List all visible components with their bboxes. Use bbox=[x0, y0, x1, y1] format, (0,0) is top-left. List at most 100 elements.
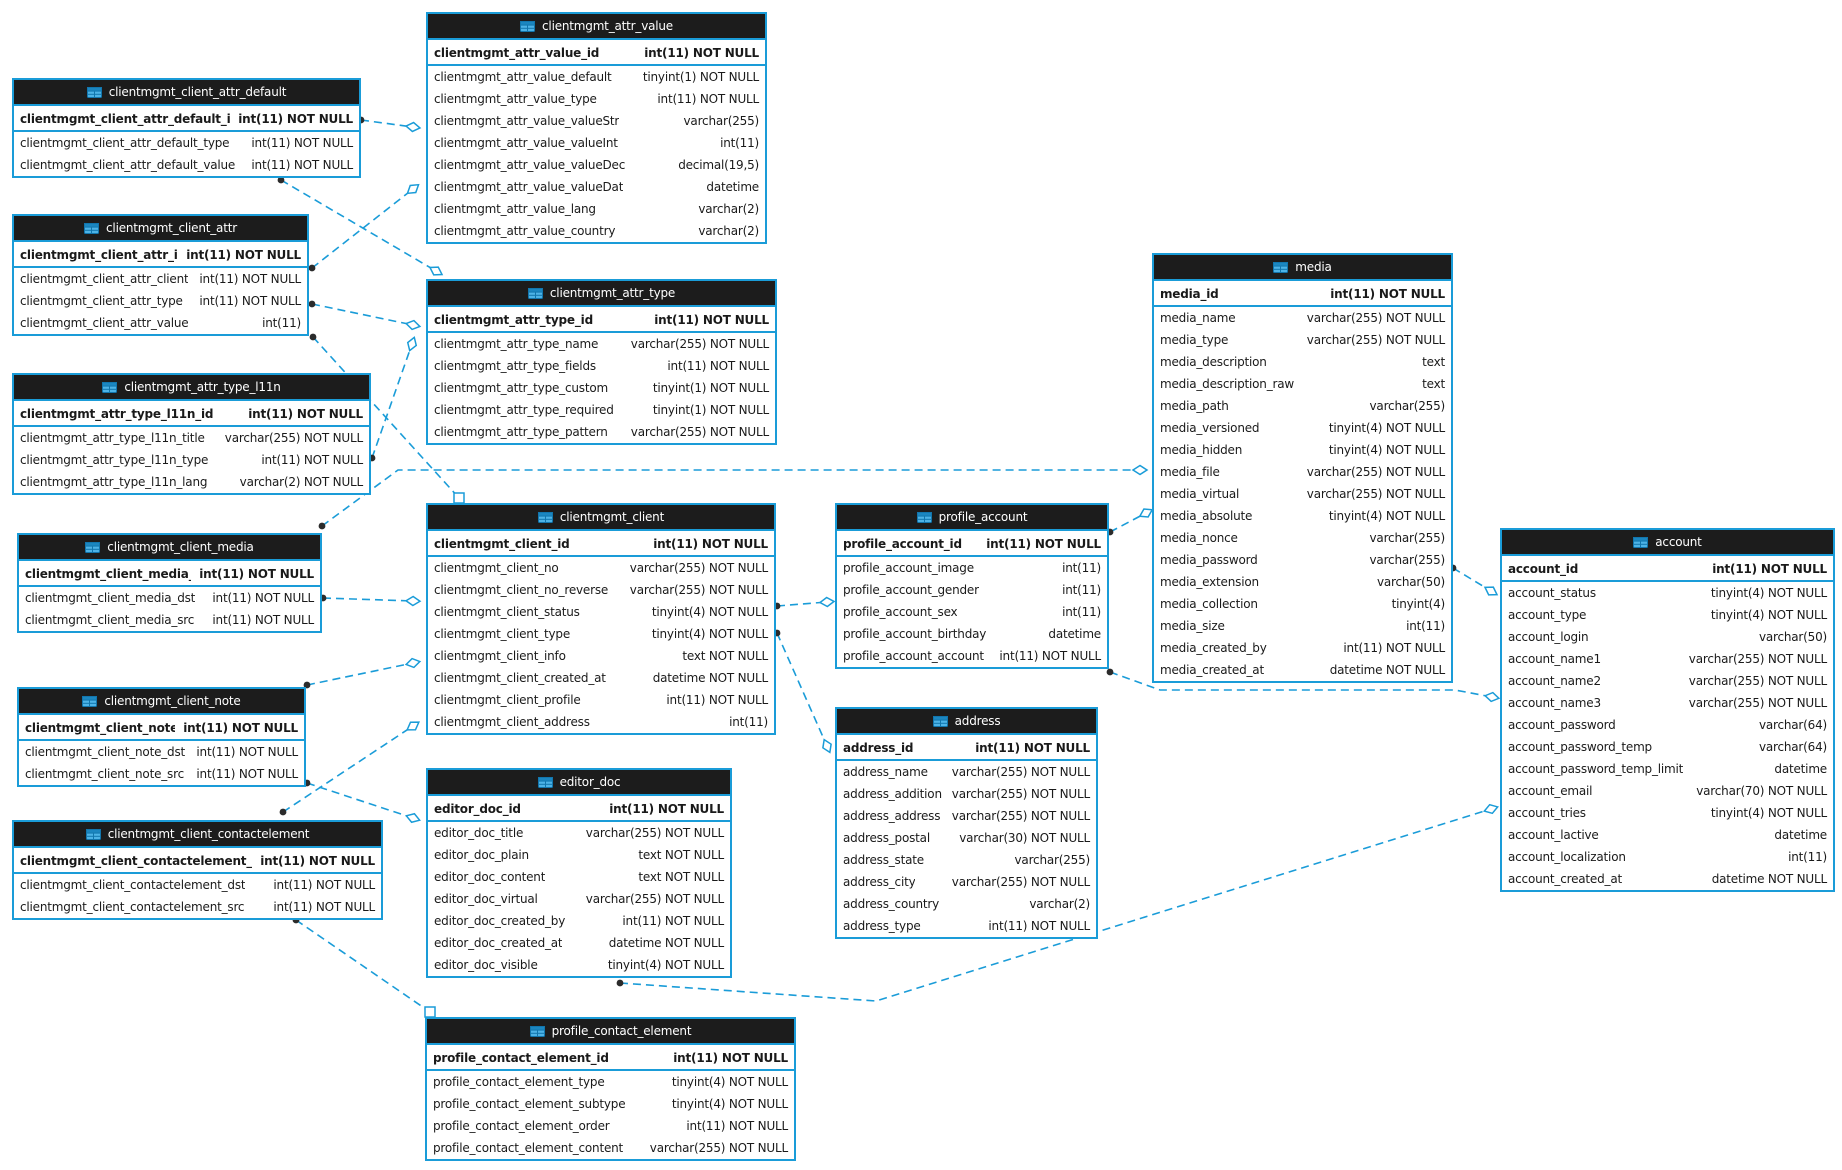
table-header-profile_contact_element[interactable]: profile_contact_element bbox=[427, 1019, 794, 1045]
column-type: datetime bbox=[1774, 762, 1827, 776]
column-name: profile_contact_element_order bbox=[433, 1119, 610, 1133]
table-header-clientmgmt_client_attr[interactable]: clientmgmt_client_attr bbox=[14, 216, 307, 242]
table-header-clientmgmt_attr_value[interactable]: clientmgmt_attr_value bbox=[428, 14, 765, 40]
column-name: address_postal bbox=[843, 831, 930, 845]
column-name: profile_account_account bbox=[843, 649, 984, 663]
table-clientmgmt_client_attr[interactable]: clientmgmt_client_attr clientmgmt_client_… bbox=[12, 214, 309, 336]
column-name: account_email bbox=[1508, 784, 1593, 798]
relationship-profile_account-to-account bbox=[1109, 671, 1493, 698]
table-clientmgmt_attr_value[interactable]: clientmgmt_attr_value clientmgmt_attr_val… bbox=[426, 12, 767, 244]
column-name: clientmgmt_client_created_at bbox=[434, 671, 606, 685]
pk-field-name: clientmgmt_attr_value_id bbox=[434, 46, 600, 60]
column-type: int(11) NOT NULL bbox=[622, 914, 724, 928]
table-header-clientmgmt_attr_type_l11n[interactable]: clientmgmt_attr_type_l11n bbox=[14, 375, 369, 401]
relationship-source-dot bbox=[616, 979, 624, 987]
column-type: varchar(255) NOT NULL bbox=[1688, 696, 1827, 710]
relationship-target-square bbox=[424, 1006, 436, 1018]
table-header-editor_doc[interactable]: editor_doc bbox=[428, 770, 730, 796]
table-header-clientmgmt_attr_type[interactable]: clientmgmt_attr_type bbox=[428, 281, 775, 307]
column-type: varchar(255) NOT NULL bbox=[629, 561, 768, 575]
table-profile_contact_element[interactable]: profile_contact_element profile_contact_e… bbox=[425, 1017, 796, 1161]
column-type: int(11) NOT NULL bbox=[199, 272, 301, 286]
column-type: int(11) NOT NULL bbox=[251, 158, 353, 172]
column-type: tinyint(4) NOT NULL bbox=[671, 1097, 788, 1111]
column-name: clientmgmt_attr_value_valueDat bbox=[434, 180, 624, 194]
table-header-clientmgmt_client_note[interactable]: clientmgmt_client_note bbox=[19, 689, 304, 715]
table-header-address[interactable]: address bbox=[837, 709, 1096, 735]
table-header-clientmgmt_client[interactable]: clientmgmt_client bbox=[428, 505, 774, 531]
table-header-media[interactable]: media bbox=[1154, 255, 1451, 281]
column-name: clientmgmt_client_attr_client bbox=[20, 272, 189, 286]
column-type: varchar(255) bbox=[1014, 853, 1091, 867]
table-clientmgmt_client_note[interactable]: clientmgmt_client_note clientmgmt_client_… bbox=[17, 687, 306, 787]
column-name: editor_doc_virtual bbox=[434, 892, 538, 906]
table-header-clientmgmt_client_contactelement[interactable]: clientmgmt_client_contactelement bbox=[14, 822, 381, 848]
column-name: media_description_raw bbox=[1160, 377, 1294, 391]
table-icon bbox=[86, 86, 102, 98]
relationship-clientmgmt_attr_type_l11n-to-clientmgmt_attr_type bbox=[371, 343, 413, 459]
table-icon bbox=[84, 222, 100, 234]
relationship-target-diamond bbox=[404, 319, 422, 331]
column-name: clientmgmt_client_info bbox=[434, 649, 566, 663]
column-name: clientmgmt_client_note_src bbox=[25, 767, 184, 781]
table-icon bbox=[1633, 536, 1649, 548]
table-clientmgmt_attr_type[interactable]: clientmgmt_attr_type clientmgmt_attr_type… bbox=[426, 279, 777, 445]
table-header-account[interactable]: account bbox=[1502, 530, 1833, 556]
table-header-profile_account[interactable]: profile_account bbox=[837, 505, 1107, 531]
table-icon bbox=[529, 1025, 545, 1037]
column-type: varchar(255) bbox=[1369, 531, 1446, 545]
column-type: int(11) bbox=[729, 715, 768, 729]
column-type: varchar(255) NOT NULL bbox=[1688, 652, 1827, 666]
pk-field-type: int(11) NOT NULL bbox=[653, 537, 768, 551]
column-name: address_address bbox=[843, 809, 941, 823]
column-name: account_password_temp_limit bbox=[1508, 762, 1684, 776]
column-type: varchar(2) bbox=[698, 224, 759, 238]
column-name: clientmgmt_client_type bbox=[434, 627, 571, 641]
relationship-source-dot bbox=[318, 522, 326, 530]
column-name: clientmgmt_client_attr_value bbox=[20, 316, 189, 330]
table-header-clientmgmt_client_attr_default[interactable]: clientmgmt_client_attr_default bbox=[14, 80, 359, 106]
table-header-clientmgmt_client_media[interactable]: clientmgmt_client_media bbox=[19, 535, 320, 561]
pk-field-type: int(11) NOT NULL bbox=[248, 407, 363, 421]
column-type: varchar(255) NOT NULL bbox=[1306, 311, 1445, 325]
column-type: varchar(255) NOT NULL bbox=[630, 425, 769, 439]
column-type: tinyint(4) NOT NULL bbox=[1328, 443, 1445, 457]
column-type: int(11) NOT NULL bbox=[988, 919, 1090, 933]
column-name: clientmgmt_attr_value_valueDec bbox=[434, 158, 626, 172]
column-name: editor_doc_created_by bbox=[434, 914, 566, 928]
